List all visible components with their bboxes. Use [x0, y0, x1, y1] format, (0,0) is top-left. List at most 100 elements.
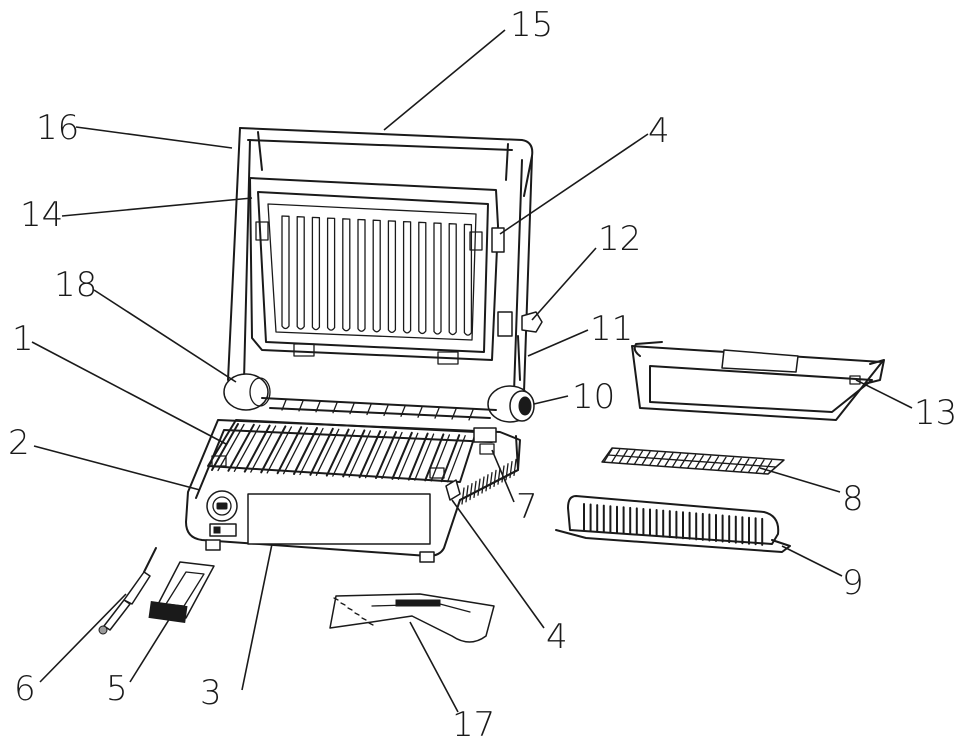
callout-4-lower: 4: [546, 617, 568, 657]
line-art-stroke: [407, 432, 429, 481]
lid-left-arm: [227, 127, 241, 381]
lid-release-knob: [521, 311, 543, 333]
leader-lines: [31, 29, 913, 713]
callout-15: 15: [510, 5, 553, 45]
line-art-stroke: [446, 435, 466, 483]
line-art-stroke: [347, 607, 353, 611]
line-art-stroke: [368, 622, 374, 626]
line-art-stroke: [473, 480, 477, 499]
line-art-stroke: [481, 476, 485, 494]
line-art-stroke: [325, 428, 350, 477]
line-art-stroke: [451, 408, 457, 420]
line-art-stroke: [366, 403, 372, 416]
front-display-panel: [247, 493, 431, 545]
line-art-stroke: [276, 426, 303, 475]
lower-plate-ribs: [211, 423, 466, 483]
line-art-stroke: [281, 399, 287, 411]
callout-5: 5: [106, 669, 128, 709]
line-art-stroke: [433, 222, 442, 335]
line-art-stroke: [391, 431, 413, 480]
line-art-stroke: [298, 400, 304, 412]
callout-6: 6: [14, 669, 36, 709]
line-art-stroke: [397, 432, 419, 480]
callout-14: 14: [20, 195, 63, 235]
line-art-stroke: [463, 223, 473, 336]
lid-right-arm: [523, 155, 533, 393]
line-art-stroke: [333, 597, 339, 601]
line-art-stroke: [387, 220, 397, 333]
filter-mesh: [603, 448, 777, 475]
grease-cup: [555, 495, 791, 553]
line-art-stroke: [364, 431, 387, 479]
line-art-stroke: [465, 485, 469, 503]
line-art-stroke: [358, 430, 382, 479]
line-art-stroke: [348, 430, 372, 478]
lid-handle: [239, 127, 534, 197]
callout-17: 17: [452, 705, 495, 745]
callout-labels: 15 16 4 14 12 18 11 1 10 13 2 7 8 9 4 6 …: [8, 5, 957, 745]
line-art-stroke: [468, 409, 474, 421]
callout-2: 2: [8, 423, 30, 463]
line-art-stroke: [402, 220, 412, 334]
line-art-stroke: [315, 401, 321, 413]
callout-11: 11: [590, 309, 633, 349]
line-art-stroke: [361, 617, 367, 621]
line-art-stroke: [469, 482, 473, 501]
line-art-stroke: [381, 431, 403, 480]
line-art-stroke: [211, 423, 239, 471]
side-vents: [461, 458, 517, 505]
line-art-stroke: [266, 426, 293, 474]
line-art-stroke: [281, 215, 290, 330]
line-art-stroke: [250, 425, 277, 473]
line-art-stroke: [217, 423, 245, 472]
line-art-stroke: [315, 428, 340, 476]
callout-18: 18: [54, 265, 97, 305]
line-art-stroke: [326, 217, 336, 331]
upper-grill-plate: [257, 191, 489, 353]
callout-10: 10: [572, 377, 615, 417]
callout-9: 9: [842, 563, 864, 603]
callout-16: 16: [36, 108, 79, 148]
line-art-stroke: [375, 431, 397, 479]
line-art-stroke: [400, 405, 406, 417]
line-art-stroke: [477, 478, 481, 496]
callout-3: 3: [200, 673, 222, 713]
line-art-stroke: [332, 429, 356, 477]
line-art-stroke: [414, 433, 435, 481]
line-art-stroke: [342, 218, 351, 332]
line-art-stroke: [296, 216, 305, 330]
callout-4-upper: 4: [648, 111, 670, 151]
line-art-stroke: [489, 471, 493, 490]
line-art-stroke: [383, 404, 389, 417]
line-art-stroke: [505, 463, 509, 481]
line-art-stroke: [448, 223, 457, 336]
line-art-stroke: [357, 218, 366, 332]
line-art-stroke: [493, 469, 497, 488]
grease-filter: [601, 447, 785, 475]
grease-cup-fins: [583, 503, 764, 546]
line-art-stroke: [332, 402, 338, 414]
line-art-stroke: [430, 434, 451, 482]
line-art-stroke: [418, 221, 427, 335]
line-art-stroke: [424, 433, 445, 482]
callout-12: 12: [598, 219, 641, 259]
line-art-stroke: [233, 424, 261, 472]
line-art-stroke: [461, 487, 465, 505]
line-art-stroke: [497, 467, 501, 485]
lid-frame: [249, 177, 499, 361]
grill-lid: [227, 127, 543, 393]
line-art-stroke: [434, 407, 440, 419]
callout-7: 7: [516, 487, 538, 527]
line-art-stroke: [260, 425, 287, 474]
callout-13: 13: [914, 393, 957, 433]
upper-plate-ribs: [281, 215, 473, 336]
line-art-stroke: [372, 219, 381, 333]
line-art-stroke: [485, 474, 489, 492]
line-art-stroke: [243, 424, 271, 473]
probe-holder: [148, 561, 215, 623]
callout-8: 8: [842, 479, 864, 519]
hinges: [223, 373, 535, 423]
line-art-stroke: [282, 427, 308, 475]
cleaning-scraper: [329, 593, 495, 643]
line-art-stroke: [342, 429, 366, 478]
